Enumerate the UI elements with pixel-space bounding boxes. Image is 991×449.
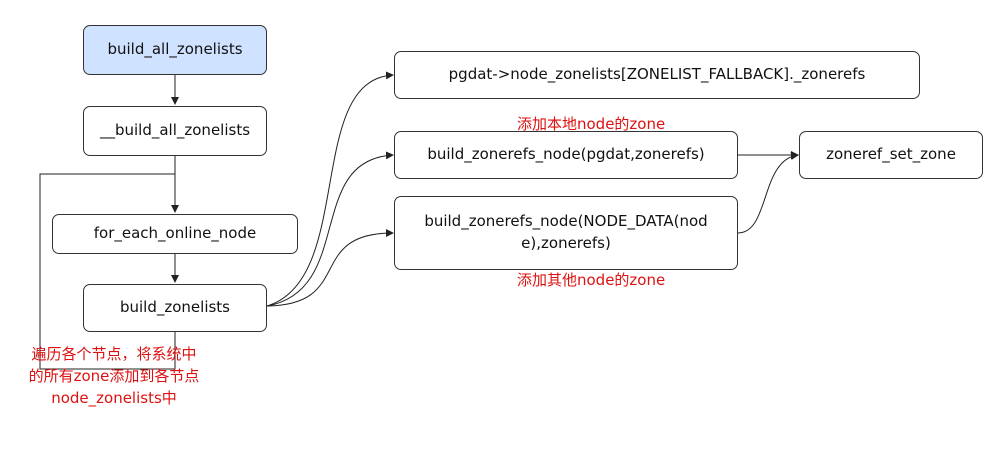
node-label: for_each_online_node	[93, 224, 257, 243]
edge-other-node-to-zoneref-set-zone	[737, 151, 799, 234]
note-line: 遍历各个节点，将系统中	[31, 345, 197, 363]
note-line: 的所有zone添加到各节点	[28, 366, 200, 385]
node-for-each-online-node: for_each_online_node	[52, 214, 298, 254]
node-build-zonelists: build_zonelists	[83, 284, 267, 332]
node-label: zoneref_set_zone	[826, 145, 956, 164]
edge-build-zonelists-to-pgdat	[266, 71, 394, 307]
node-build-zonerefs-node-other: build_zonerefs_node(NODE_DATA(nod e),zon…	[394, 196, 738, 270]
node-label: build_zonerefs_node(pgdat,zonerefs)	[427, 145, 705, 164]
node-build-all-zonelists: build_all_zonelists	[83, 25, 267, 75]
node-label: pgdat->node_zonelists[ZONELIST_FALLBACK]…	[448, 65, 866, 84]
node-inner-build-all-zonelists: __build_all_zonelists	[83, 106, 267, 156]
node-build-zonerefs-node-local: build_zonerefs_node(pgdat,zonerefs)	[394, 131, 738, 179]
node-label: build_zonelists	[119, 298, 231, 317]
node-label-line-2: e),zonerefs)	[521, 234, 611, 252]
note-loop-description: 遍历各个节点，将系统中 的所有zone添加到各节点 node_zonelists…	[6, 344, 222, 409]
edge-loop-back	[39, 173, 176, 370]
node-label-line-1: build_zonerefs_node(NODE_DATA(nod	[424, 212, 708, 231]
note-add-other-zone: 添加其他node的zone	[517, 271, 666, 289]
node-label: __build_all_zonelists	[99, 121, 251, 140]
node-pgdat-node-zonelists: pgdat->node_zonelists[ZONELIST_FALLBACK]…	[394, 51, 920, 99]
note-line: node_zonelists中	[51, 388, 177, 407]
node-zoneref-set-zone: zoneref_set_zone	[799, 131, 983, 179]
node-label: build_all_zonelists	[107, 40, 243, 59]
edge-build-zonelists-to-local-node	[266, 151, 394, 307]
edge-build-zonelists-to-other-node	[266, 229, 394, 307]
note-add-local-zone: 添加本地node的zone	[517, 115, 666, 133]
